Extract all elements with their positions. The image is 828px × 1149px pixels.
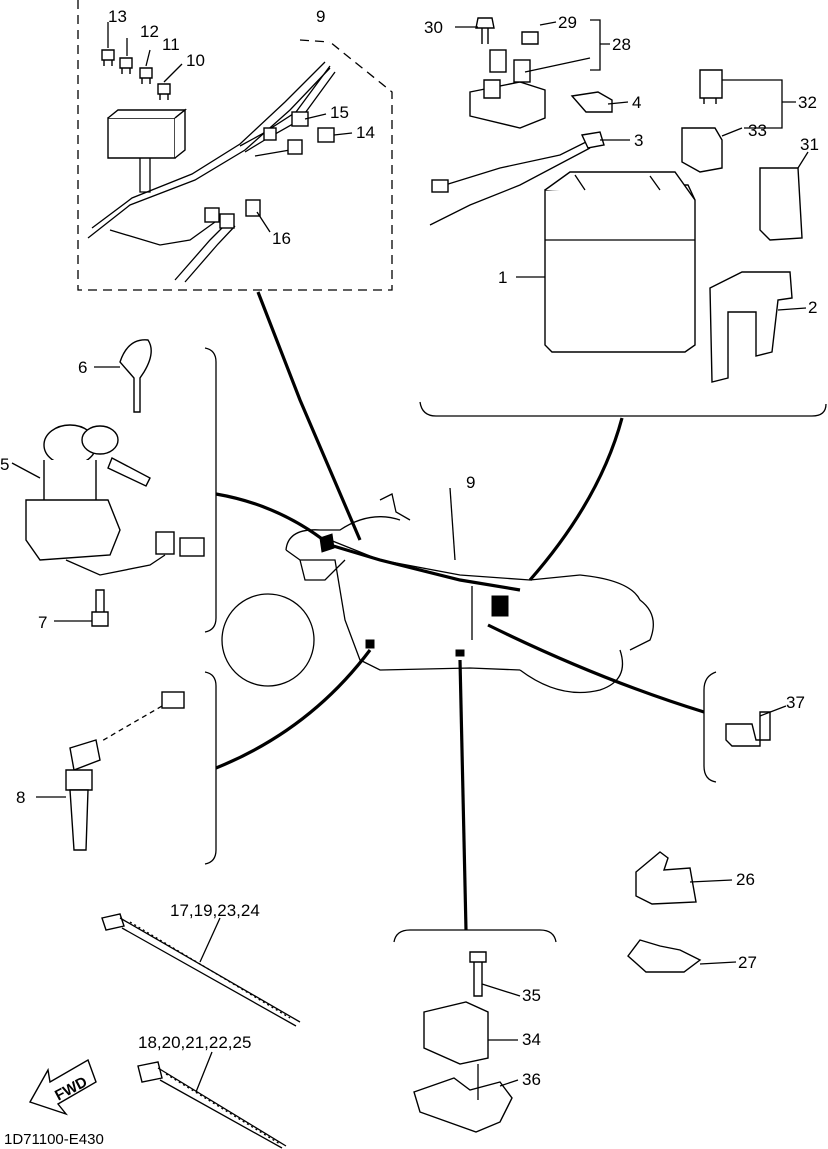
fuse-29-part xyxy=(521,31,539,45)
callout-17: 17,19,23,24 xyxy=(170,901,260,920)
callout-12: 12 xyxy=(140,22,159,41)
relay-32-part xyxy=(699,69,723,104)
callout-32: 32 xyxy=(798,93,817,112)
callout-36: 36 xyxy=(522,1070,541,1089)
bracket-37-group xyxy=(703,671,787,783)
callout-30: 30 xyxy=(424,18,443,37)
sensor-body-part xyxy=(69,739,101,771)
motorcycle-silhouette xyxy=(221,493,654,694)
battery-band-part xyxy=(709,271,793,383)
callout-1: 1 xyxy=(498,268,507,287)
callout-29: 29 xyxy=(558,13,577,32)
callout-13: 13 xyxy=(108,7,127,26)
diagram-code: 1D71100-E430 xyxy=(4,1131,104,1148)
callout-15: 15 xyxy=(330,103,349,122)
main-switch-part xyxy=(25,424,205,576)
callout-11: 11 xyxy=(162,35,180,54)
callout-33: 33 xyxy=(748,121,767,140)
callout-34: 34 xyxy=(522,1030,541,1049)
sensor-thread-part xyxy=(69,789,89,851)
callout-4: 4 xyxy=(632,93,641,112)
callout-26: 26 xyxy=(736,870,755,889)
callout-3: 3 xyxy=(634,131,643,150)
callout-2: 2 xyxy=(808,298,817,317)
harness-detail-inset xyxy=(77,0,393,291)
callout-7: 7 xyxy=(38,613,47,632)
bracket-36-part xyxy=(413,1077,513,1133)
cable-tie-long-part xyxy=(101,913,301,1027)
callout-28: 28 xyxy=(612,35,631,54)
harness-connector-b xyxy=(491,595,509,617)
battery-part xyxy=(544,171,696,353)
callout-31: 31 xyxy=(800,135,819,154)
relay-31-part xyxy=(759,167,803,241)
fwd-arrow-icon: FWD xyxy=(28,1058,97,1116)
relay-33-part xyxy=(681,127,723,173)
callout-6: 6 xyxy=(78,358,87,377)
callout-27: 27 xyxy=(738,953,757,972)
connector-14-part xyxy=(317,127,335,143)
clamp-26-part xyxy=(635,851,697,905)
callout-8: 8 xyxy=(16,788,25,807)
callout-9-top: 9 xyxy=(316,7,325,26)
callout-18: 18,20,21,22,25 xyxy=(138,1033,251,1052)
callout-5: 5 xyxy=(0,455,9,474)
sensor-connector-part xyxy=(161,691,185,709)
callout-9-main: 9 xyxy=(466,473,475,492)
callout-16: 16 xyxy=(272,229,291,248)
bracket-37-part xyxy=(725,711,771,747)
callout-35: 35 xyxy=(522,986,541,1005)
switch-34-part xyxy=(423,1001,489,1065)
bolt-30-part xyxy=(475,17,495,44)
switch-bracket-group xyxy=(393,929,557,1133)
clamp-27-part xyxy=(627,939,702,973)
fuse-icons xyxy=(101,49,171,100)
main-harness-line xyxy=(329,543,521,592)
callout-37: 37 xyxy=(786,693,805,712)
group-leader-lines xyxy=(215,291,705,931)
key-part xyxy=(119,339,152,413)
fuse-box-part xyxy=(107,108,187,193)
callout-14: 14 xyxy=(356,123,375,142)
connector-16-part xyxy=(245,199,261,217)
bolt-7-part xyxy=(91,589,109,627)
ignition-group xyxy=(11,339,217,633)
battery-group xyxy=(419,17,827,417)
harness-wires xyxy=(87,61,336,283)
cable-tie-short-part xyxy=(137,1051,287,1149)
sensor-group xyxy=(36,671,217,865)
callout-10: 10 xyxy=(186,51,205,70)
connector-15-part xyxy=(291,111,309,127)
starter-relay-part xyxy=(469,49,546,129)
battery-cover-part xyxy=(570,91,613,113)
